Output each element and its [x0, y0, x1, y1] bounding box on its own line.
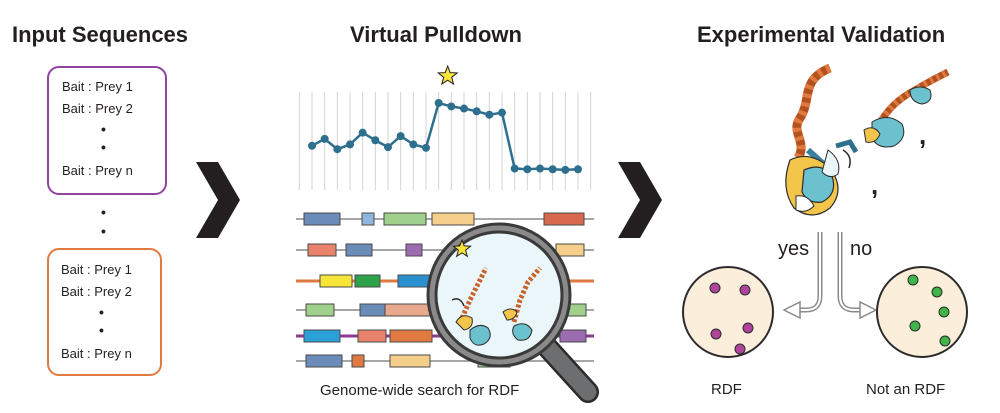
gene-box: [361, 212, 375, 226]
protein-structure-icon: [863, 68, 950, 148]
profile-point: [548, 165, 557, 174]
gene-box: [389, 354, 431, 368]
rdf-dot: [709, 282, 721, 294]
box2-line-1: Bait : Prey 1: [61, 262, 132, 277]
gene-box: [405, 243, 423, 257]
gene-box: [431, 212, 475, 226]
profile-point: [523, 165, 532, 174]
profile-point: [574, 165, 582, 174]
not-rdf-dot: [931, 286, 943, 298]
gene-box: [303, 212, 341, 226]
protein-structure-icon: [785, 63, 859, 216]
heading-experimental-validation: Experimental Validation: [697, 22, 946, 47]
profile-point: [358, 128, 367, 137]
box1-line-3: Bait : Prey n: [62, 163, 133, 178]
profile-line: [311, 101, 579, 172]
rdf-dots: [709, 282, 754, 355]
not-rdf-dots: [907, 274, 951, 347]
not-rdf-circle: [876, 266, 968, 358]
profile-point: [396, 132, 405, 141]
protein-structure-icon: [502, 266, 542, 341]
between-dot: •: [101, 204, 106, 220]
profile-point: [472, 107, 481, 116]
not-rdf-dot: [938, 306, 950, 318]
box2-line-3: Bait : Prey n: [61, 346, 132, 361]
rdf-label: RDF: [711, 381, 742, 398]
not-rdf-dot: [909, 320, 921, 332]
profile-point: [346, 140, 354, 149]
heading-input-sequences: Input Sequences: [12, 22, 189, 47]
gene-box: [351, 354, 365, 368]
yes-label: yes: [778, 238, 810, 260]
magnifying-glass-icon: [426, 222, 599, 403]
gene-box: [345, 243, 373, 257]
profile-point: [384, 143, 392, 152]
protein-structure-icon: [451, 266, 491, 346]
box1-line-2: Bait : Prey 2: [62, 101, 133, 116]
gene-box: [357, 329, 387, 343]
gene-box: [319, 274, 353, 288]
profile-point: [561, 165, 570, 174]
star-icon: [436, 64, 459, 86]
chevron-right-icon: [618, 162, 662, 238]
not-rdf-dot: [939, 335, 951, 347]
gene-box: [307, 243, 337, 257]
box2-line-2: Bait : Prey 2: [61, 284, 132, 299]
box1-line-1: Bait : Prey 1: [62, 79, 133, 94]
profile-point: [460, 104, 468, 113]
rdf-dot: [734, 343, 746, 355]
profile-point: [485, 110, 494, 119]
decision-arrows: [782, 232, 878, 320]
comma-mark: ,: [871, 170, 879, 200]
box1-dot: •: [101, 121, 106, 137]
profile-point: [498, 108, 506, 117]
gene-box: [559, 329, 587, 343]
profile-grid: [298, 92, 592, 190]
box1-dot: •: [101, 139, 106, 155]
pulldown-caption: Genome-wide search for RDF: [320, 382, 520, 399]
gene-box: [305, 354, 343, 368]
box2-dot: •: [99, 322, 104, 338]
no-label: no: [850, 238, 873, 260]
gene-box: [305, 303, 335, 317]
input-box-purple: [47, 66, 167, 195]
gene-box: [389, 329, 433, 343]
rdf-dot: [739, 284, 751, 296]
profile-point: [308, 141, 316, 150]
profile-point: [409, 140, 418, 149]
profile-point: [510, 164, 519, 173]
gene-box: [555, 243, 585, 257]
profile-point: [333, 145, 342, 154]
gene-box: [383, 212, 427, 226]
not-rdf-dot: [907, 274, 919, 286]
rdf-dot: [710, 328, 722, 340]
between-dot: •: [101, 223, 106, 239]
profile-plot: [308, 99, 582, 174]
profile-point: [422, 143, 430, 152]
comma-mark: ,: [919, 120, 927, 150]
star-icon: [452, 238, 472, 258]
box2-dot: •: [99, 304, 104, 320]
rdf-dot: [742, 322, 754, 334]
gene-box: [354, 274, 381, 288]
profile-point: [447, 102, 456, 111]
gene-box: [543, 212, 585, 226]
profile-point: [371, 136, 380, 145]
profile-point: [536, 164, 544, 173]
gene-box: [303, 329, 341, 343]
profile-point: [434, 99, 443, 107]
chevron-right-icon: [196, 162, 240, 238]
input-box-orange: [47, 248, 162, 376]
heading-virtual-pulldown: Virtual Pulldown: [350, 22, 522, 47]
not-rdf-label: Not an RDF: [866, 381, 946, 398]
profile-point: [320, 134, 329, 143]
rdf-circle: [682, 266, 774, 358]
